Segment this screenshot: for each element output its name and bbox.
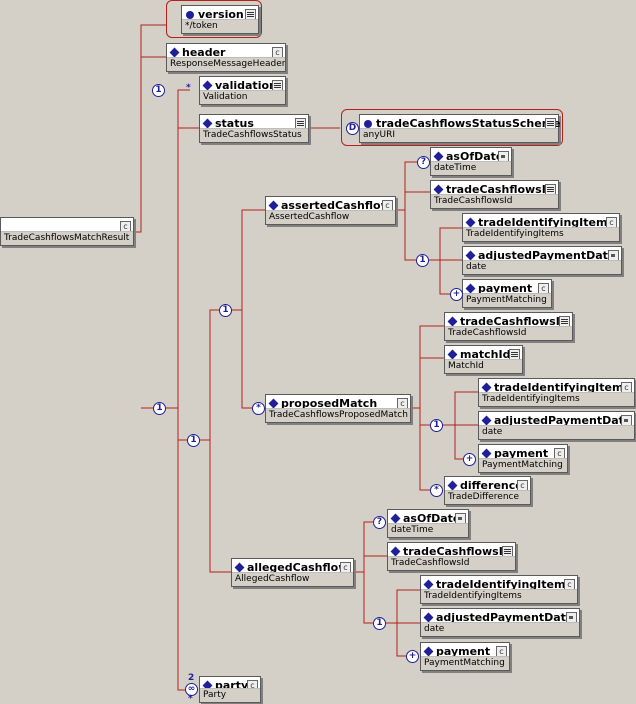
root-type: TradeCashflowsMatchResult: [1, 231, 133, 245]
element-diamond-icon: [465, 283, 476, 294]
node-ac-trade-identifying-items[interactable]: tradeIdentifyingItems c TradeIdentifying…: [462, 213, 620, 242]
element-diamond-icon: [268, 200, 279, 211]
compositor-pm-difference: *: [430, 484, 443, 497]
element-diamond-icon: [202, 80, 213, 91]
node-al-trade-identifying-items[interactable]: tradeIdentifyingItems c TradeIdentifying…: [420, 575, 578, 604]
node-validation[interactable]: validation Validation: [199, 76, 286, 105]
node-asserted-cashflow[interactable]: assertedCashflow c AssertedCashflow: [265, 196, 396, 225]
element-diamond-icon: [390, 513, 401, 524]
node-pm-adjusted-payment-date[interactable]: adjustedPaymentDate date: [478, 411, 635, 440]
attribute-dot-icon: [364, 119, 372, 128]
validation-optional-mark: *: [186, 83, 191, 93]
element-diamond-icon: [447, 316, 458, 327]
element-diamond-icon: [465, 217, 476, 228]
node-pm-payment[interactable]: payment c PaymentMatching: [478, 444, 568, 473]
root-node[interactable]: c TradeCashflowsMatchResult: [0, 217, 134, 246]
node-al-trade-cashflows-id[interactable]: tradeCashflowsId TradeCashflowsId: [387, 542, 516, 571]
element-diamond-icon: [169, 47, 180, 58]
node-ac-trade-cashflows-id[interactable]: tradeCashflowsId TradeCashflowsId: [430, 180, 559, 209]
node-ac-payment[interactable]: payment c PaymentMatching: [462, 279, 552, 308]
element-diamond-icon: [234, 562, 245, 573]
element-diamond-icon: [465, 250, 476, 261]
node-status[interactable]: status TradeCashflowsStatus: [199, 114, 309, 143]
node-trade-cashflows-status-scheme[interactable]: tradeCashflowsStatusScheme anyURI: [359, 114, 561, 143]
element-diamond-icon: [268, 398, 279, 409]
node-header[interactable]: header c ResponseMessageHeader: [166, 43, 286, 72]
compositor-ac-payment: +: [450, 288, 463, 301]
node-al-adjusted-payment-date[interactable]: adjustedPaymentDate date: [420, 608, 580, 637]
element-diamond-icon: [423, 612, 434, 623]
node-ac-adjusted-payment-date[interactable]: adjustedPaymentDate date: [462, 246, 622, 275]
element-diamond-icon: [423, 646, 434, 657]
attribute-dot-icon: [186, 10, 194, 19]
node-al-as-of-date[interactable]: asOfDate dateTime: [387, 509, 469, 538]
node-party[interactable]: party c Party: [199, 676, 261, 703]
element-diamond-icon: [447, 480, 458, 491]
scheme-highlight: [341, 109, 563, 146]
compositor-al-sequence: 1: [373, 617, 386, 630]
element-diamond-icon: [481, 415, 492, 426]
node-pm-difference[interactable]: difference c TradeDifference: [444, 476, 531, 505]
node-proposed-match[interactable]: proposedMatch c TradeCashflowsProposedMa…: [265, 394, 411, 423]
node-alleged-cashflow[interactable]: allegedCashflow c AllegedCashflow: [231, 558, 354, 587]
version-highlight: [166, 0, 262, 38]
element-diamond-icon: [390, 546, 401, 557]
node-pm-trade-identifying-items[interactable]: tradeIdentifyingItems c TradeIdentifying…: [478, 378, 635, 407]
element-diamond-icon: [433, 151, 444, 162]
compositor-al-as-of-date: ?: [373, 516, 386, 529]
node-version[interactable]: version */token: [181, 5, 259, 34]
compositor-main-sequence: 1: [153, 402, 166, 415]
element-diamond-icon: [202, 118, 213, 129]
party-min-occurs: 2: [188, 673, 195, 683]
element-diamond-icon: [481, 448, 492, 459]
compositor-party: ∞: [185, 683, 198, 696]
node-pm-trade-cashflows-id[interactable]: tradeCashflowsId TradeCashflowsId: [444, 312, 573, 341]
element-diamond-icon: [433, 184, 444, 195]
compositor-pm-payment: +: [463, 453, 476, 466]
compositor-ac-as-of-date: ?: [417, 156, 430, 169]
node-ac-as-of-date[interactable]: asOfDate dateTime: [430, 147, 512, 176]
compositor-al-payment: +: [406, 650, 419, 663]
compositor-proposed-match: *: [252, 402, 265, 415]
node-al-payment[interactable]: payment c PaymentMatching: [420, 642, 510, 671]
compositor-pm-sequence: 1: [430, 419, 443, 432]
node-pm-match-id[interactable]: matchId MatchId: [444, 345, 523, 374]
compositor-choice: 1: [187, 434, 200, 447]
compositor-status-scheme: D: [346, 122, 359, 135]
party-max-occurs: *: [188, 694, 193, 704]
compositor-inner: 1: [219, 304, 232, 317]
compositor-validation: 1: [152, 84, 165, 97]
element-diamond-icon: [481, 382, 492, 393]
compositor-ac-sequence: 1: [416, 254, 429, 267]
element-diamond-icon: [447, 349, 458, 360]
element-diamond-icon: [423, 579, 434, 590]
